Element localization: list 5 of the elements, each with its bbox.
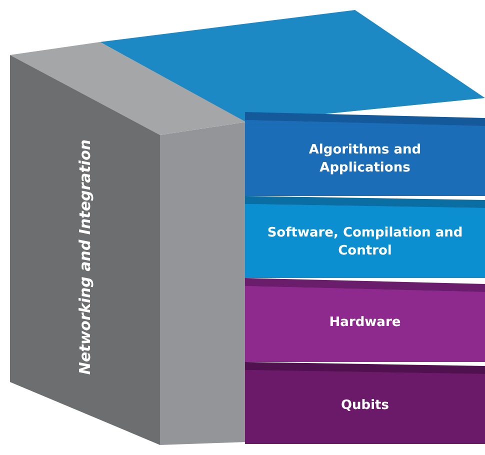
layer-label: Qubits xyxy=(340,396,390,414)
layer-label: Software, Compilation and Control xyxy=(266,224,464,260)
layer-label: Algorithms and Applications xyxy=(308,142,422,177)
vertical-label: Networking and Integration xyxy=(74,139,95,375)
layer-label: Hardware xyxy=(328,314,402,332)
